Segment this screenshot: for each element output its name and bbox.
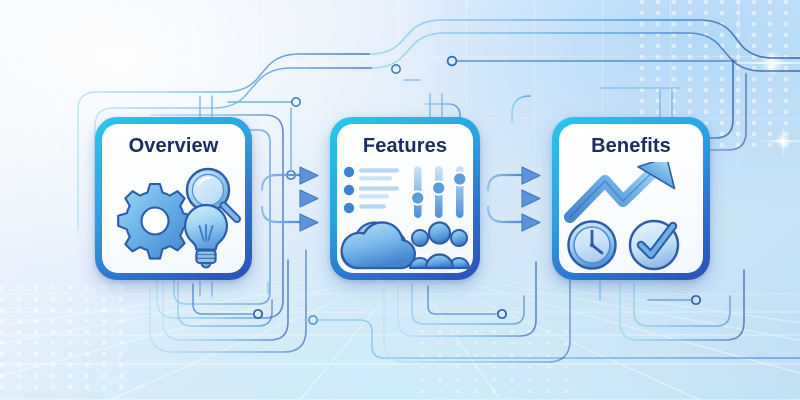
arrow-head <box>299 189 319 208</box>
arrow-head <box>521 213 541 232</box>
gear-icon <box>117 182 193 260</box>
arrow-head <box>299 213 319 232</box>
card-overview-surface: Overview <box>102 124 245 273</box>
cloud-icon <box>340 221 416 270</box>
magnifier-icon <box>185 167 241 223</box>
card-features-icons <box>337 162 473 270</box>
perspective-floor-grid <box>0 250 800 400</box>
card-benefits-icons <box>559 162 703 271</box>
lightbulb-icon <box>184 203 228 269</box>
clock-icon <box>567 220 617 270</box>
trending-up-arrow-icon <box>564 162 676 223</box>
connector-features-to-benefits <box>480 173 524 224</box>
sliders-icon <box>410 166 468 218</box>
arrow-head <box>299 166 319 185</box>
background-dot-matrix-bottom <box>420 330 570 396</box>
card-overview-icons <box>102 162 245 269</box>
card-benefits-surface: Benefits <box>559 124 703 273</box>
card-features-title: Features <box>362 135 448 157</box>
card-overview-title: Overview <box>128 135 219 157</box>
arrow-head <box>521 166 541 185</box>
card-overview[interactable]: Overview <box>95 117 252 280</box>
card-benefits-title: Benefits <box>591 135 671 157</box>
connector-overview-to-features <box>253 173 302 224</box>
check-circle-icon <box>628 219 680 271</box>
card-features[interactable]: Features <box>330 117 480 280</box>
people-group-icon <box>409 221 470 270</box>
arrow-head <box>521 189 541 208</box>
bullet-list-icon <box>343 166 399 214</box>
card-benefits[interactable]: Benefits <box>552 117 710 280</box>
background-dot-matrix-left <box>0 286 130 396</box>
card-features-surface: Features <box>337 124 473 273</box>
